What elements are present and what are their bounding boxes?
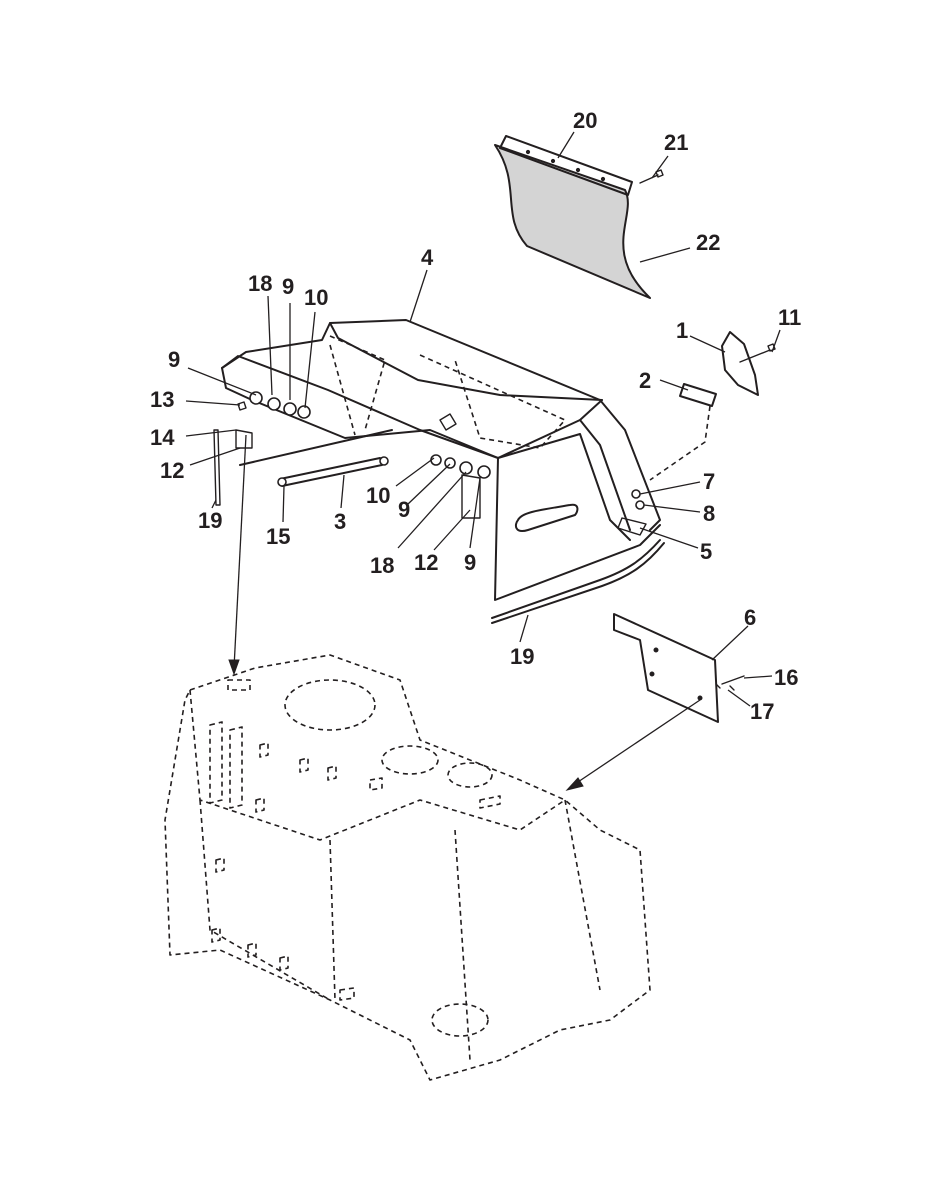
callout-18-top: 18 [248, 271, 272, 296]
callout-19-left: 19 [198, 508, 222, 533]
callout-15: 15 [266, 524, 290, 549]
flap-assembly [494, 135, 664, 299]
callout-9-right: 9 [464, 550, 476, 575]
strip-bolts [525, 149, 606, 182]
callout-9-mid: 9 [398, 497, 410, 522]
bolt-21 [639, 169, 664, 184]
callout-20: 20 [573, 108, 597, 133]
callout-7: 7 [703, 469, 715, 494]
callout-18-mid: 18 [370, 553, 394, 578]
callout-9-top: 9 [282, 274, 294, 299]
callout-10-mid: 10 [366, 483, 390, 508]
callout-5: 5 [700, 539, 712, 564]
callout-14: 14 [150, 425, 175, 450]
callout-16: 16 [774, 665, 798, 690]
side-plate [613, 613, 745, 723]
latch-bracket [649, 331, 776, 481]
callout-19-bottom: 19 [510, 644, 534, 669]
callout-3: 3 [334, 509, 346, 534]
callout-22: 22 [696, 230, 720, 255]
retainer-strip [499, 135, 633, 196]
reference-frame-dashed [164, 654, 651, 1081]
seal-strip-19-front [491, 539, 661, 619]
callout-2: 2 [639, 368, 651, 393]
callout-8: 8 [703, 501, 715, 526]
explode-arrows [228, 434, 701, 791]
callout-1: 1 [676, 318, 688, 343]
leader-lines [185, 131, 781, 707]
grab-handle [514, 503, 579, 532]
callout-labels: 20 21 22 4 18 9 10 9 13 14 12 19 15 3 10… [150, 108, 801, 724]
callout-12-mid: 12 [414, 550, 438, 575]
hood-part [213, 319, 665, 624]
callout-13: 13 [150, 387, 174, 412]
callout-6: 6 [744, 605, 756, 630]
seal-strip-19-side [213, 429, 221, 506]
callout-17: 17 [750, 699, 774, 724]
callout-11: 11 [778, 305, 801, 330]
callout-10-top: 10 [304, 285, 328, 310]
gas-strut [279, 457, 383, 487]
callout-12-left: 12 [160, 458, 184, 483]
flap-panel [494, 144, 651, 299]
callout-9-left: 9 [168, 347, 180, 372]
callout-21: 21 [664, 130, 688, 155]
callout-4: 4 [421, 245, 434, 270]
